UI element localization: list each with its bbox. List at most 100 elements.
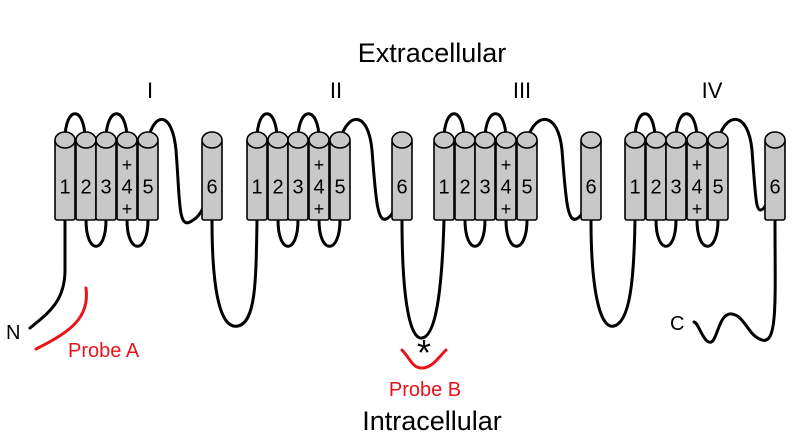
segment-cap <box>516 131 538 149</box>
extracellular-label: Extracellular <box>358 38 507 68</box>
segment-II-s5: 5 <box>329 131 351 221</box>
loop-I-s3-s4 <box>104 112 129 142</box>
linker-I-II <box>210 218 259 328</box>
segment-II-s4: 4++ <box>308 131 330 221</box>
segment-cap <box>201 131 223 149</box>
segment-number: 1 <box>59 176 70 198</box>
segment-IV-s3: 3 <box>665 131 687 221</box>
segment-cap <box>474 131 496 149</box>
loop-IV-s1-s2 <box>633 112 657 142</box>
segment-number: 3 <box>100 176 111 198</box>
segment-cap <box>764 131 786 149</box>
loop-III-s4-s5 <box>504 218 529 248</box>
domain-numeral-I: I <box>147 78 153 103</box>
segment-number: 2 <box>650 176 661 198</box>
loop-II-s1-s2 <box>255 112 279 142</box>
segment-cap <box>75 131 97 149</box>
n-terminus-label: N <box>6 322 20 344</box>
segment-IV-s4: 4+ + <box>686 131 708 221</box>
segment-III-s2: 2 <box>454 131 476 221</box>
linker-II-III <box>400 218 446 340</box>
c-terminus-label: C <box>670 313 684 335</box>
charge-plus-sign: + <box>692 199 703 219</box>
segment-number: 6 <box>206 176 217 198</box>
loop-III-s2-s3 <box>463 218 487 248</box>
probe-b-label: Probe B <box>389 379 461 401</box>
segment-cap <box>433 131 455 149</box>
loop-IV-s4-s5 <box>695 218 720 248</box>
segment-number: 6 <box>769 176 780 198</box>
probe-a-line <box>34 286 88 351</box>
segment-cap <box>329 131 351 149</box>
segment-number: 5 <box>712 176 723 198</box>
loop-I-s1-s2 <box>63 112 87 142</box>
loop-I-s4-s5 <box>125 218 150 248</box>
segment-II-s2: 2 <box>267 131 289 221</box>
probe-b-asterisk: * <box>417 332 431 373</box>
segment-cap <box>246 131 268 149</box>
segment-cap <box>495 131 517 149</box>
segment-I-s6: 6 <box>201 131 223 221</box>
segment-cap <box>665 131 687 149</box>
segment-number: 1 <box>438 176 449 198</box>
backbone-loops <box>28 112 777 344</box>
loop-III-s3-s4 <box>483 112 508 142</box>
segment-I-s3: 3 <box>95 131 117 221</box>
domain-numeral-III: III <box>513 78 531 103</box>
loop-II-s3-s4 <box>296 112 321 142</box>
c-terminal-tail <box>692 218 777 344</box>
charge-plus-sign: + <box>122 199 133 219</box>
segment-I-s5: 5 <box>137 131 159 221</box>
n-terminal-tail <box>28 218 67 330</box>
segment-IV-s2: 2 <box>645 131 667 221</box>
segment-III-s1: 1 <box>433 131 455 221</box>
intracellular-label: Intracellular <box>362 406 502 436</box>
segment-number: 4 <box>500 176 511 198</box>
domain-numeral-II: II <box>330 78 342 103</box>
segment-cap <box>137 131 159 149</box>
domain-numeral-IV: IV <box>702 78 723 103</box>
loop-IV-s2-s3 <box>654 218 678 248</box>
segment-number: 2 <box>80 176 91 198</box>
segment-I-s2: 2 <box>75 131 97 221</box>
segment-cap <box>308 131 330 149</box>
segment-number: 4 <box>121 176 132 198</box>
segment-number: 2 <box>272 176 283 198</box>
segment-III-s5: 5 <box>516 131 538 221</box>
probe-a-label: Probe A <box>68 340 140 362</box>
segment-III-s6: 6 <box>580 131 602 221</box>
segment-number: 5 <box>521 176 532 198</box>
segment-cap <box>391 131 413 149</box>
segment-number: 3 <box>670 176 681 198</box>
probe-b-line <box>400 348 448 370</box>
charge-plus-sign: + <box>314 155 325 175</box>
segment-IV-s5: 5 <box>707 131 729 221</box>
segment-number: 6 <box>396 176 407 198</box>
segment-cap <box>645 131 667 149</box>
charge-plus-sign: + <box>501 199 512 219</box>
charge-plus-sign: + <box>314 199 325 219</box>
segment-cap <box>686 131 708 149</box>
linker-III-IV <box>589 218 637 328</box>
segment-cap <box>267 131 289 149</box>
charge-plus-sign: + <box>692 155 703 175</box>
segment-III-s4: 4++ <box>495 131 517 221</box>
segment-I-s4: 4+ + <box>116 131 138 221</box>
segment-number: 3 <box>292 176 303 198</box>
segment-cap <box>580 131 602 149</box>
charge-plus-sign: + <box>122 155 133 175</box>
segment-number: 6 <box>585 176 596 198</box>
segment-number: 4 <box>691 176 702 198</box>
segment-cap <box>454 131 476 149</box>
segment-cap <box>707 131 729 149</box>
segment-number: 1 <box>251 176 262 198</box>
segment-number: 3 <box>479 176 490 198</box>
loop-II-s2-s3 <box>276 218 300 248</box>
loop-I-s2-s3 <box>84 218 108 248</box>
segment-IV-s6: 6 <box>764 131 786 221</box>
segment-cap <box>54 131 76 149</box>
segment-number: 1 <box>629 176 640 198</box>
segment-II-s6: 6 <box>391 131 413 221</box>
